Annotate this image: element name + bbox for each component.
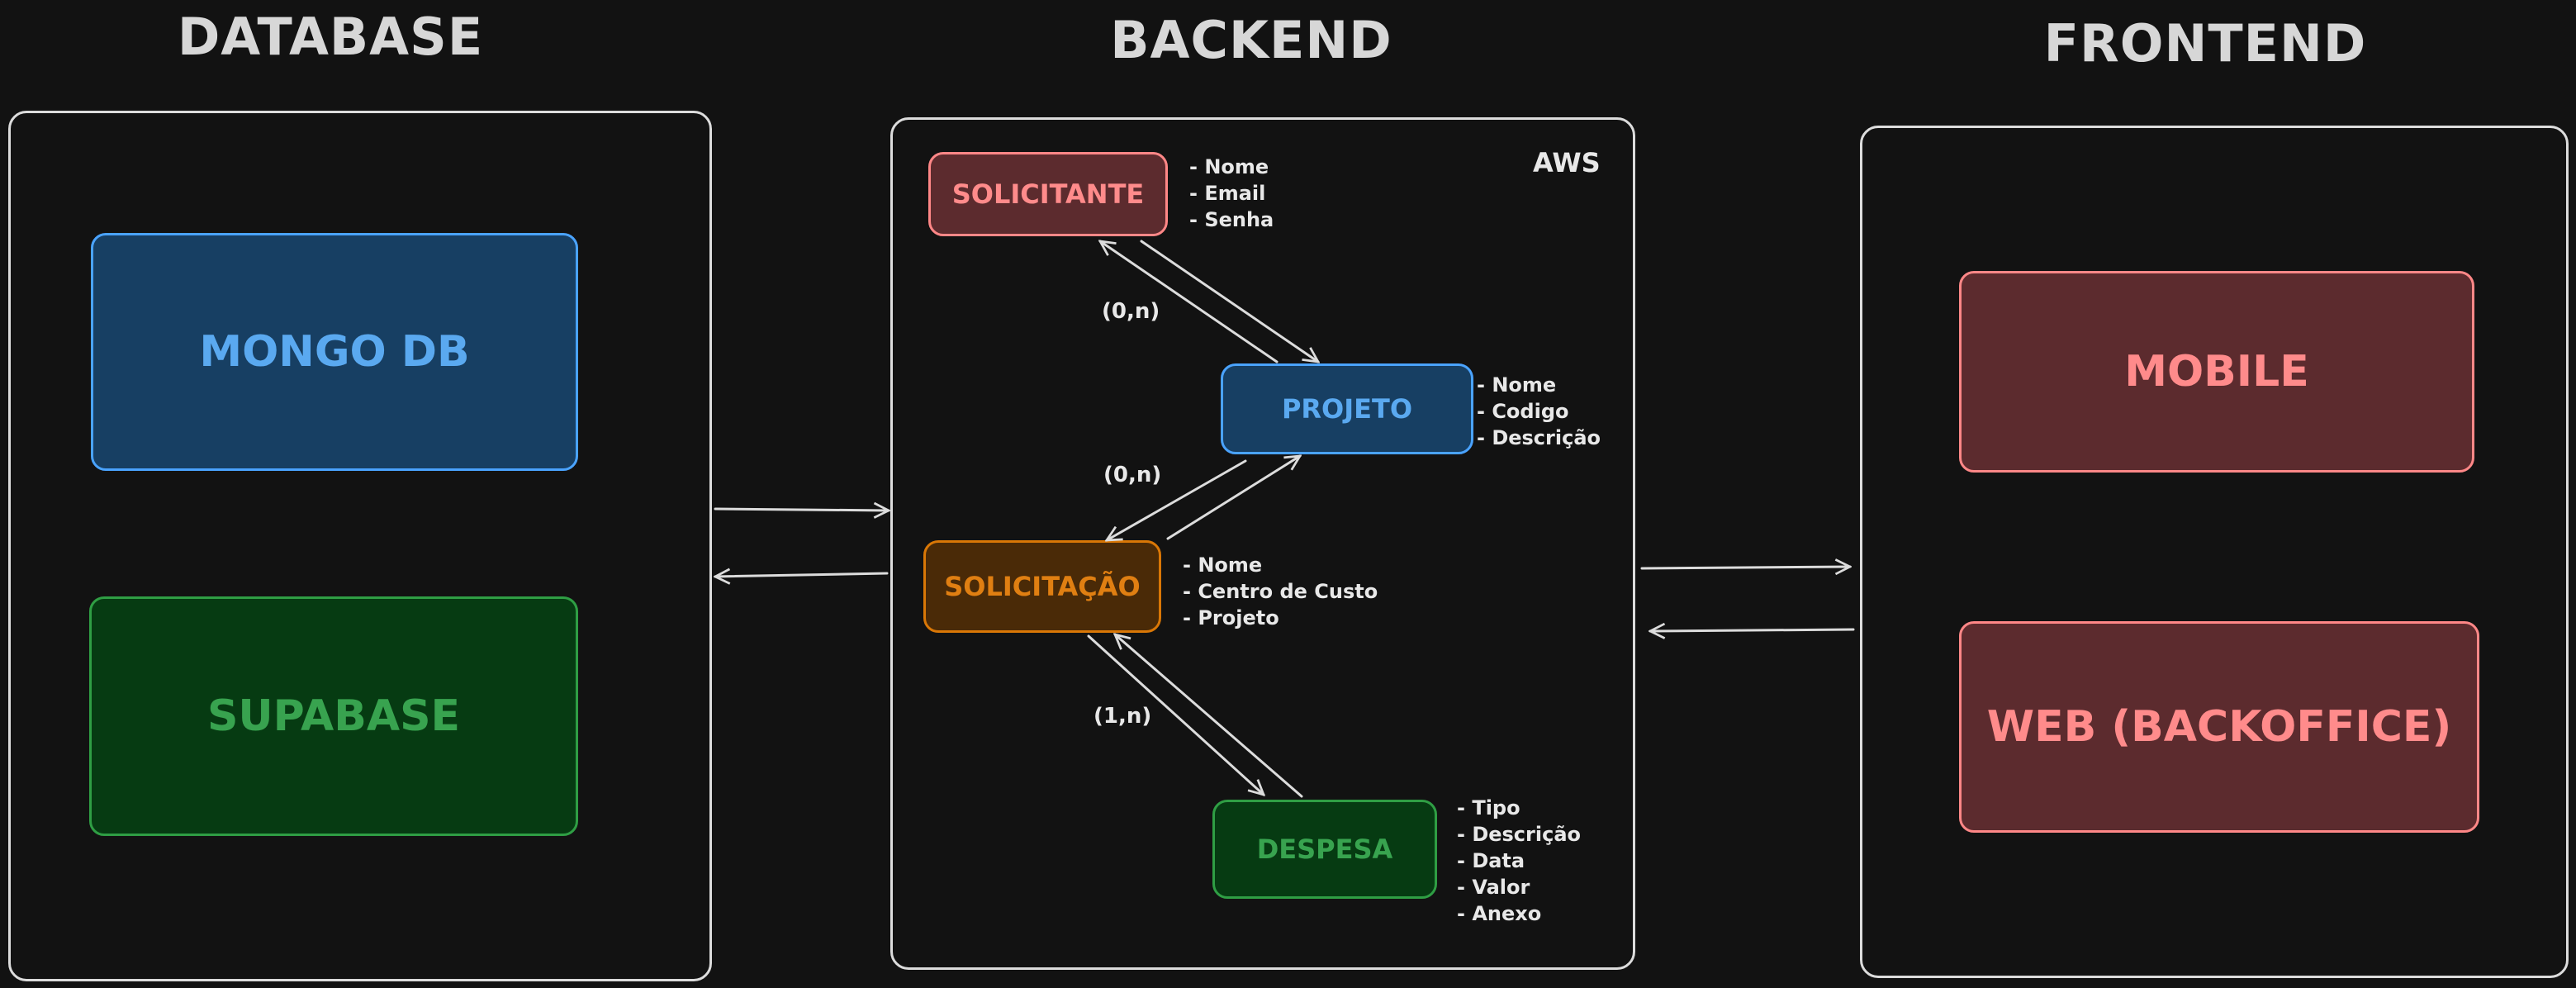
database-title: DATABASE — [177, 7, 484, 67]
arrow-solicitacao-to-projeto — [1166, 456, 1300, 540]
entity-solicitante-label: SOLICITANTE — [951, 178, 1145, 210]
attribute: - Email — [1189, 182, 1266, 205]
arrow-solicitacao-to-despesa — [1087, 634, 1264, 795]
attribute: - Valor — [1457, 876, 1530, 899]
attribute: - Projeto — [1183, 606, 1279, 629]
entity-solicitacao[interactable]: SOLICITAÇÃO — [923, 540, 1161, 633]
attribute: - Senha — [1189, 208, 1274, 231]
entity-solicitacao-label: SOLICITAÇÃO — [944, 571, 1141, 602]
despesa-attributes: - Tipo - Descrição - Data - Valor - Anex… — [1457, 795, 1581, 927]
database-panel — [8, 111, 712, 981]
entity-despesa-label: DESPESA — [1256, 834, 1393, 865]
projeto-attributes: - Nome - Codigo - Descrição — [1477, 372, 1601, 451]
entity-solicitante[interactable]: SOLICITANTE — [928, 152, 1168, 236]
supabase-box[interactable]: SUPABASE — [89, 596, 578, 836]
backend-panel — [890, 117, 1635, 970]
attribute: - Nome — [1183, 553, 1263, 577]
arrow-db-to-backend — [714, 509, 889, 511]
attribute: - Descrição — [1477, 426, 1601, 449]
cardinality-solicitacao-despesa: (1,n) — [1093, 704, 1152, 729]
attribute: - Centro de Custo — [1183, 580, 1378, 603]
supabase-label: SUPABASE — [206, 691, 461, 741]
arrow-solicitante-to-projeto — [1140, 240, 1318, 362]
attribute: - Descrição — [1457, 823, 1581, 846]
arrow-projeto-to-solicitacao — [1107, 459, 1247, 540]
entity-despesa[interactable]: DESPESA — [1212, 800, 1437, 899]
aws-label: AWS — [1533, 147, 1601, 178]
attribute: - Anexo — [1457, 902, 1542, 925]
mongo-db-label: MONGO DB — [199, 327, 470, 377]
cardinality-projeto-solicitacao: (0,n) — [1103, 463, 1162, 487]
frontend-panel — [1860, 126, 2569, 978]
mobile-box[interactable]: MOBILE — [1959, 271, 2474, 473]
frontend-title: FRONTEND — [2043, 13, 2367, 74]
backend-title: BACKEND — [1110, 10, 1392, 70]
web-backoffice-label: WEB (BACKOFFICE) — [1986, 702, 2452, 752]
arrow-backend-to-frontend — [1640, 567, 1850, 568]
attribute: - Nome — [1477, 373, 1557, 397]
attribute: - Data — [1457, 849, 1525, 872]
web-backoffice-box[interactable]: WEB (BACKOFFICE) — [1959, 621, 2479, 833]
arrow-projeto-to-solicitante — [1100, 241, 1279, 363]
arrow-backend-to-db — [715, 573, 889, 577]
mongo-db-box[interactable]: MONGO DB — [91, 233, 578, 471]
solicitacao-attributes: - Nome - Centro de Custo - Projeto — [1183, 552, 1378, 631]
solicitante-attributes: - Nome - Email - Senha — [1189, 154, 1274, 233]
arrow-frontend-to-backend — [1650, 629, 1855, 631]
cardinality-solicitante-projeto: (0,n) — [1102, 299, 1160, 324]
mobile-label: MOBILE — [2124, 347, 2309, 397]
attribute: - Nome — [1189, 155, 1269, 178]
arrow-despesa-to-solicitacao — [1115, 634, 1303, 798]
entity-projeto[interactable]: PROJETO — [1221, 363, 1473, 454]
attribute: - Tipo — [1457, 796, 1520, 819]
attribute: - Codigo — [1477, 400, 1569, 423]
entity-projeto-label: PROJETO — [1281, 393, 1413, 425]
